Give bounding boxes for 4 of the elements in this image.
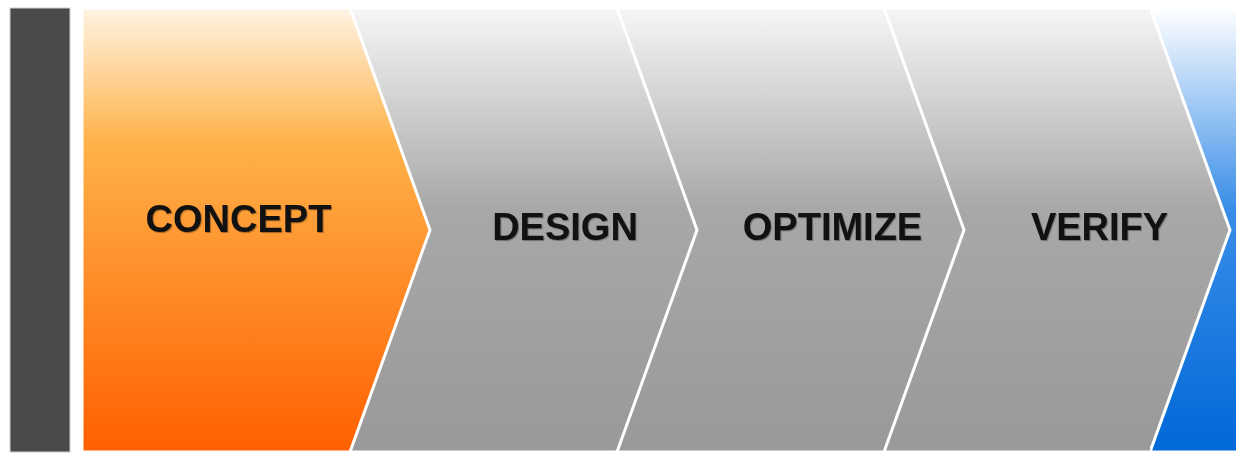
- stage-label: VERIFY: [1029, 206, 1170, 249]
- stage-label: OPTIMIZE: [741, 206, 924, 249]
- stage-label: CONCEPT: [144, 198, 333, 241]
- stage-label: DESIGN: [491, 206, 639, 249]
